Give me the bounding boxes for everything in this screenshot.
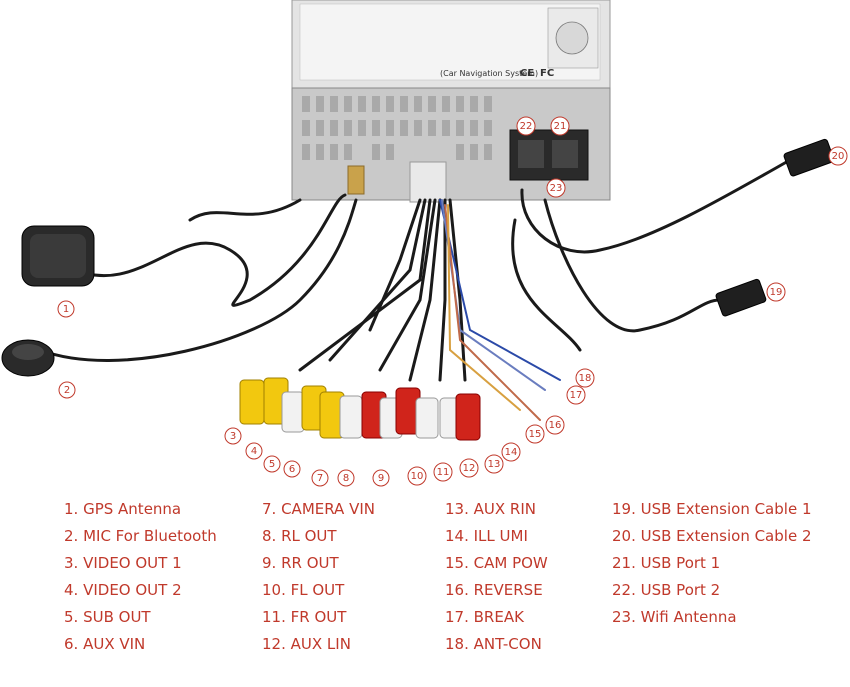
svg-text:13: 13 (488, 459, 501, 470)
svg-text:14: 14 (505, 447, 518, 458)
callout-2: 2 (58, 381, 76, 399)
callout-21: 21 (550, 116, 570, 136)
svg-text:8: 8 (343, 473, 349, 484)
legend-column-3: 13. AUX RIN 14. ILL UMI 15. CAM POW 16. … (445, 496, 548, 658)
legend-item: 4. VIDEO OUT 2 (64, 581, 182, 599)
callout-18: 18 (575, 368, 595, 388)
svg-text:18: 18 (579, 373, 592, 384)
legend-item: 5. SUB OUT (64, 608, 151, 626)
svg-text:22: 22 (520, 121, 533, 132)
legend-item: 10. FL OUT (262, 581, 345, 599)
legend: 1. GPS Antenna 2. MIC For Bluetooth 3. V… (0, 496, 850, 686)
legend-item: 20. USB Extension Cable 2 (612, 527, 812, 545)
svg-text:3: 3 (230, 431, 236, 442)
callout-4: 4 (245, 442, 263, 460)
system-label: (Car Navigation System) (440, 69, 538, 78)
callout-1: 1 (57, 300, 75, 318)
legend-item: 17. BREAK (445, 608, 524, 626)
callout-14: 14 (501, 442, 521, 462)
svg-text:2: 2 (64, 385, 70, 396)
ce-mark: CE (520, 68, 534, 79)
svg-text:4: 4 (251, 446, 257, 457)
legend-item: 15. CAM POW (445, 554, 548, 572)
callout-9: 9 (372, 469, 390, 487)
wiring-diagram: (Car Navigation System) FC CE (1, 0, 848, 487)
callout-23: 23 (546, 178, 566, 198)
legend-item: 21. USB Port 1 (612, 554, 721, 572)
svg-text:7: 7 (317, 473, 323, 484)
legend-item: 2. MIC For Bluetooth (64, 527, 217, 545)
usb-extension-cable-2 (783, 138, 835, 177)
legend-item: 16. REVERSE (445, 581, 543, 599)
legend-item: 11. FR OUT (262, 608, 347, 626)
svg-text:17: 17 (570, 390, 583, 401)
callout-16: 16 (545, 415, 565, 435)
legend-item: 9. RR OUT (262, 554, 339, 572)
svg-text:12: 12 (463, 463, 476, 474)
callout-12: 12 (459, 458, 479, 478)
legend-item: 7. CAMERA VIN (262, 500, 375, 518)
rca-plugs (239, 377, 481, 441)
callout-20: 20 (828, 146, 848, 166)
callout-11: 11 (433, 462, 453, 482)
callouts: 1 2 3 4 5 6 7 8 9 10 11 12 13 14 15 16 1… (57, 116, 848, 487)
callout-3: 3 (224, 427, 242, 445)
legend-item: 1. GPS Antenna (64, 500, 182, 518)
legend-item: 18. ANT-CON (445, 635, 542, 653)
gps-antenna (21, 225, 95, 287)
callout-5: 5 (263, 455, 281, 473)
svg-text:21: 21 (554, 121, 567, 132)
fc-mark: FC (540, 68, 554, 79)
legend-item: 19. USB Extension Cable 1 (612, 500, 812, 518)
legend-item: 3. VIDEO OUT 1 (64, 554, 182, 572)
callout-10: 10 (407, 466, 427, 486)
legend-item: 8. RL OUT (262, 527, 337, 545)
svg-text:23: 23 (550, 183, 563, 194)
legend-item: 23. Wifi Antenna (612, 608, 737, 626)
svg-text:19: 19 (770, 287, 783, 298)
callout-17: 17 (566, 385, 586, 405)
legend-item: 12. AUX LIN (262, 635, 351, 653)
callout-19: 19 (766, 282, 786, 302)
callout-15: 15 (525, 424, 545, 444)
svg-text:20: 20 (832, 151, 845, 162)
legend-column-4: 19. USB Extension Cable 1 20. USB Extens… (612, 496, 811, 631)
usb-extension-cable-1 (715, 278, 767, 317)
legend-item: 22. USB Port 2 (612, 581, 721, 599)
svg-text:16: 16 (549, 420, 562, 431)
bluetooth-mic (1, 339, 55, 377)
gold-connector (347, 165, 365, 195)
legend-item: 13. AUX RIN (445, 500, 536, 518)
svg-text:6: 6 (289, 464, 295, 475)
callout-13: 13 (484, 454, 504, 474)
cables (38, 158, 792, 421)
callout-8: 8 (337, 469, 355, 487)
legend-column-2: 7. CAMERA VIN 8. RL OUT 9. RR OUT 10. FL… (262, 496, 375, 658)
legend-item: 14. ILL UMI (445, 527, 528, 545)
head-unit: (Car Navigation System) FC CE (291, 0, 611, 203)
svg-text:10: 10 (411, 471, 424, 482)
callout-6: 6 (283, 460, 301, 478)
svg-text:9: 9 (378, 473, 384, 484)
svg-text:1: 1 (63, 304, 69, 315)
svg-text:11: 11 (437, 467, 450, 478)
callout-7: 7 (311, 469, 329, 487)
svg-text:5: 5 (269, 459, 275, 470)
svg-text:15: 15 (529, 429, 542, 440)
callout-22: 22 (516, 116, 536, 136)
legend-column-1: 1. GPS Antenna 2. MIC For Bluetooth 3. V… (64, 496, 217, 658)
legend-item: 6. AUX VIN (64, 635, 146, 653)
